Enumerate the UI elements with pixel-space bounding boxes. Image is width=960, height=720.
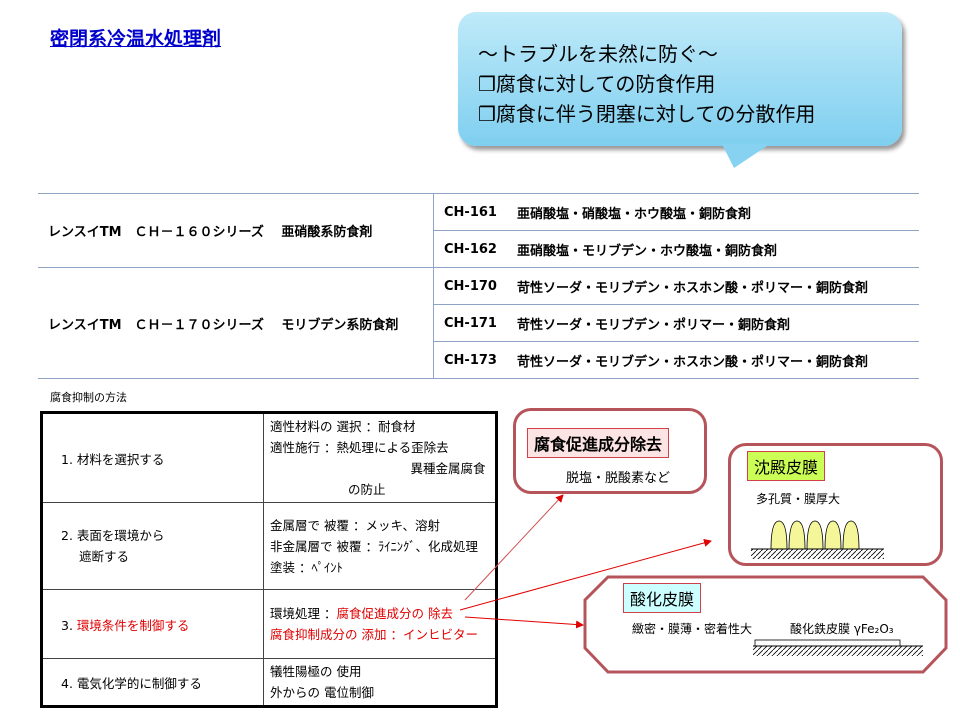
page-title: 密閉系冷温水処理剤 — [50, 28, 222, 50]
box-text: 多孔質・膜厚大 — [756, 492, 841, 506]
box-precipitate-film: 沈殿皮膜 多孔質・膜厚大 — [728, 443, 943, 566]
desc-cell: 亜硝酸塩・モリブデン・ホウ酸塩・銅防食剤 — [506, 230, 919, 268]
box-text: 緻密・膜薄・密着性大 — [632, 622, 753, 636]
code-cell: CH-171 — [432, 304, 507, 342]
method-detail: 腐食促進成分の 除去 — [336, 606, 453, 621]
method-detail: 適性施行 ：熱処理による歪除去 — [270, 440, 449, 455]
methods-table: 1. 材料を選択する 適性材料の 選択 ：耐食材適性施行 ：熱処理による歪除去 … — [40, 411, 498, 708]
methods-title: 腐食抑制の方法 — [50, 391, 127, 404]
method-detail: 外からの 電位制御 — [270, 685, 374, 700]
code-cell: CH-170 — [432, 267, 507, 305]
desc-cell: 苛性ソーダ・モリブデン・ポリマー・銅防食剤 — [506, 304, 919, 342]
method-detail: 塗装 ：ﾍﾟｲﾝﾄ — [270, 559, 343, 575]
callout-tail — [722, 144, 770, 168]
box-label: 酸化皮膜 — [623, 583, 702, 613]
method-detail: 金属層で 被覆 ：メッキ、溶射 — [270, 517, 440, 533]
method-name: 1. 材料を選択する — [41, 412, 264, 503]
method-name: 2. 表面を環境から — [61, 528, 165, 543]
callout-line: ❒腐食に伴う閉塞に対しての分散作用 — [478, 102, 816, 126]
method-name: 環境条件を制御する — [76, 617, 190, 633]
callout-bubble: ～トラブルを未然に防ぐ～ ❒腐食に対しての防食作用 ❒腐食に伴う閉塞に対しての分… — [458, 12, 902, 146]
callout-line: ❒腐食に対しての防食作用 — [478, 72, 716, 96]
code-cell: CH-161 — [432, 193, 507, 231]
desc-cell: 苛性ソーダ・モリブデン・ホスホン酸・ポリマー・銅防食剤 — [506, 267, 919, 305]
code-cell: CH-173 — [432, 341, 507, 379]
method-detail: 非金属層で 被覆 ：ﾗｲﾆﾝｸﾞ、化成処理 — [270, 538, 478, 554]
series-cell: レンスイTM ＣＨ－１７０シリーズ モリブデン系防食剤 — [38, 267, 434, 379]
box-text: 酸化鉄皮膜 γFe₂O₃ — [790, 622, 894, 636]
method-detail: 環境処理 ： — [270, 606, 337, 621]
box-corrosion-removal: 腐食促進成分除去 脱塩・脱酸素など — [513, 408, 707, 494]
series-cell: レンスイTM ＣＨ－１６０シリーズ 亜硝酸系防食剤 — [38, 193, 434, 268]
method-number: 3. — [61, 617, 73, 633]
method-name: 4. 電気化学的に制御する — [41, 658, 264, 707]
desc-cell: 亜硝酸塩・硝酸塩・ホウ酸塩・銅防食剤 — [506, 193, 919, 231]
method-detail: 異種金属腐食の防止 — [348, 461, 486, 497]
callout-line: ～トラブルを未然に防ぐ～ — [478, 42, 718, 66]
method-name: 遮断する — [79, 549, 130, 564]
method-detail: 適性材料の 選択 ：耐食材 — [270, 419, 416, 434]
precipitate-illustration — [751, 520, 884, 559]
box-label: 腐食促進成分除去 — [527, 428, 670, 458]
method-detail: 腐食抑制成分の 添加 ：インヒビター — [270, 627, 478, 642]
desc-cell: 苛性ソーダ・モリブデン・ホスホン酸・ポリマー・銅防食剤 — [506, 341, 919, 379]
code-cell: CH-162 — [432, 230, 507, 268]
box-text: 脱塩・脱酸素など — [566, 471, 671, 486]
method-detail: 犠牲陽極の 使用 — [270, 664, 362, 679]
box-label: 沈殿皮膜 — [747, 451, 826, 481]
